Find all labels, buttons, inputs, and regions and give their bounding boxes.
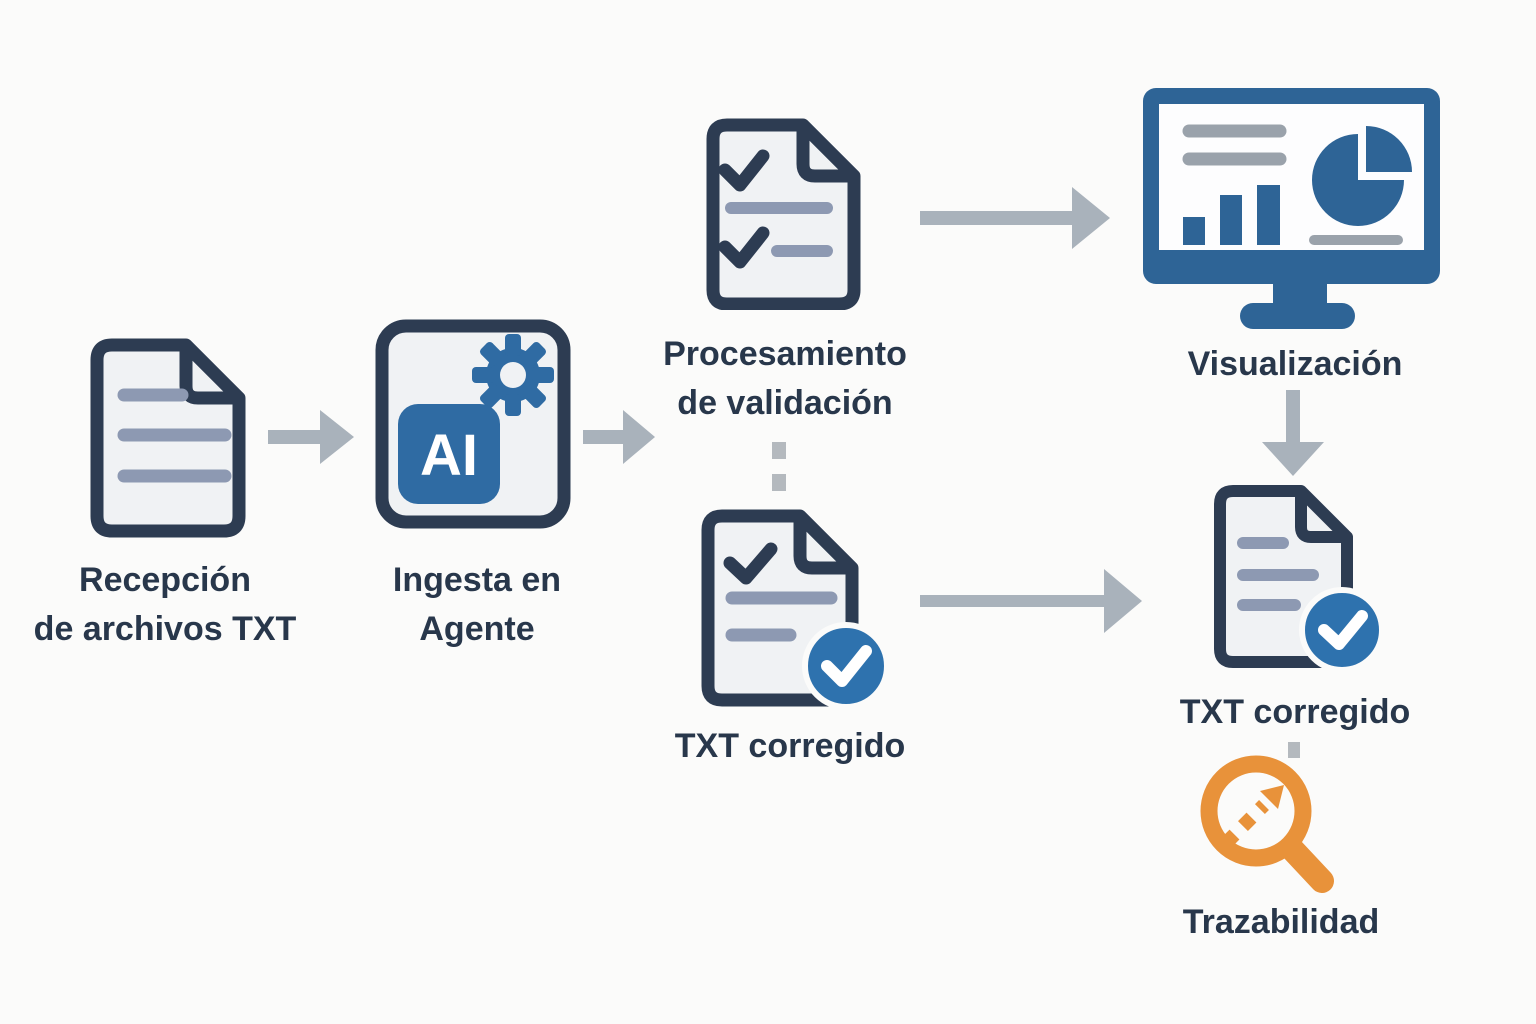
document-check-badge-icon bbox=[701, 509, 890, 710]
arrow-right-icon bbox=[920, 187, 1110, 249]
node-label-txt-corregido-centro: TXT corregido bbox=[674, 727, 906, 765]
document-icon bbox=[90, 338, 246, 538]
ai-badge-text: AI bbox=[420, 423, 478, 488]
monitor-dashboard-icon bbox=[1143, 88, 1440, 329]
arrow-right-icon bbox=[268, 410, 354, 464]
ai-gear-icon: AI bbox=[375, 319, 571, 529]
trend-arrow-icon bbox=[1221, 785, 1284, 848]
node-label-txt-corregido-final: TXT corregido bbox=[1179, 693, 1411, 731]
magnifier-trend-icon bbox=[1200, 755, 1334, 893]
gear-icon bbox=[472, 334, 554, 416]
arrow-right-icon bbox=[920, 569, 1142, 633]
check-badge-icon bbox=[1299, 587, 1385, 673]
check-badge-icon bbox=[802, 622, 890, 710]
node-label-recepcion: Recepción de archivos TXT bbox=[33, 561, 297, 648]
node-label-trazabilidad: Trazabilidad bbox=[1182, 903, 1380, 941]
node-label-ingesta: Ingesta en Agente bbox=[392, 561, 562, 648]
bar-chart-icon bbox=[1183, 185, 1280, 245]
arrow-down-icon bbox=[1262, 390, 1324, 476]
checklist-document-icon bbox=[706, 118, 861, 310]
node-label-procesamiento: Procesamiento de validación bbox=[663, 335, 907, 422]
pie-chart-icon bbox=[1312, 126, 1412, 226]
node-label-visualizacion: Visualización bbox=[1187, 345, 1403, 383]
arrow-right-icon bbox=[583, 410, 655, 464]
document-check-badge-icon bbox=[1214, 485, 1385, 673]
